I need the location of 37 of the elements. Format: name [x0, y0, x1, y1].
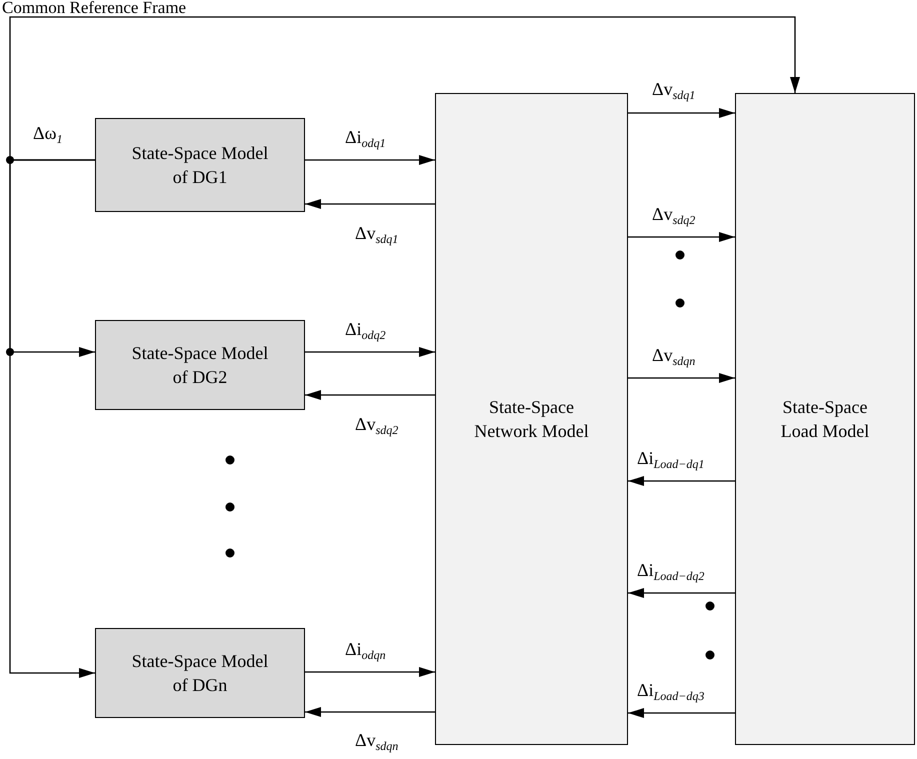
- edge-label: Δv$_{sdqn}$: [355, 731, 398, 752]
- box-label: State-Space Model of DGn: [130, 650, 270, 697]
- process-box: [435, 93, 628, 745]
- box-label: State-Space Load Model: [780, 396, 870, 443]
- arrow: [628, 232, 735, 242]
- edge-label: Δi$_{odqn}$: [345, 640, 386, 662]
- edge-label: Δi$_{odq2}$: [345, 320, 386, 342]
- arrow: [628, 373, 735, 383]
- process-box: [95, 628, 305, 718]
- edge-label: Δi$_{Load−dq2}$: [637, 561, 704, 582]
- process-box: [735, 93, 915, 745]
- edge-label: Δi$_{Load−dq1}$: [637, 449, 704, 470]
- edge-label: Δv$_{sdq2}$: [652, 205, 696, 226]
- edge-label: Δv$_{sdqn}$: [652, 346, 696, 368]
- arrow: [628, 108, 735, 118]
- edge-label: Δv$_{sdq1}$: [652, 80, 696, 102]
- edge-label: Δi$_{odq1}$: [345, 128, 386, 150]
- arrow: [628, 708, 735, 718]
- edge-label: Δv$_{sdq1}$: [355, 224, 398, 246]
- edge-label: Δω$_{1}$: [33, 124, 62, 146]
- box-label: State-Space Model of DG2: [130, 342, 270, 389]
- process-box: [95, 320, 305, 410]
- arrow: [305, 347, 435, 357]
- signal-label: Common Reference Frame: [2, 0, 186, 18]
- box-label: State-Space Model of DG1: [130, 142, 270, 189]
- arrow: [305, 390, 435, 400]
- arrow: [628, 476, 735, 486]
- process-box: [95, 118, 305, 212]
- edge-label: Δv$_{sdq2}$: [355, 415, 398, 436]
- arrow: [305, 155, 435, 165]
- arrow: [628, 588, 735, 598]
- edge-label: Δi$_{Load−dq3}$: [637, 681, 704, 702]
- arrow: [305, 707, 435, 717]
- arrow: [305, 667, 435, 677]
- arrow: [305, 199, 435, 209]
- arrow: [9, 159, 95, 678]
- box-label: State-Space Network Model: [473, 396, 590, 443]
